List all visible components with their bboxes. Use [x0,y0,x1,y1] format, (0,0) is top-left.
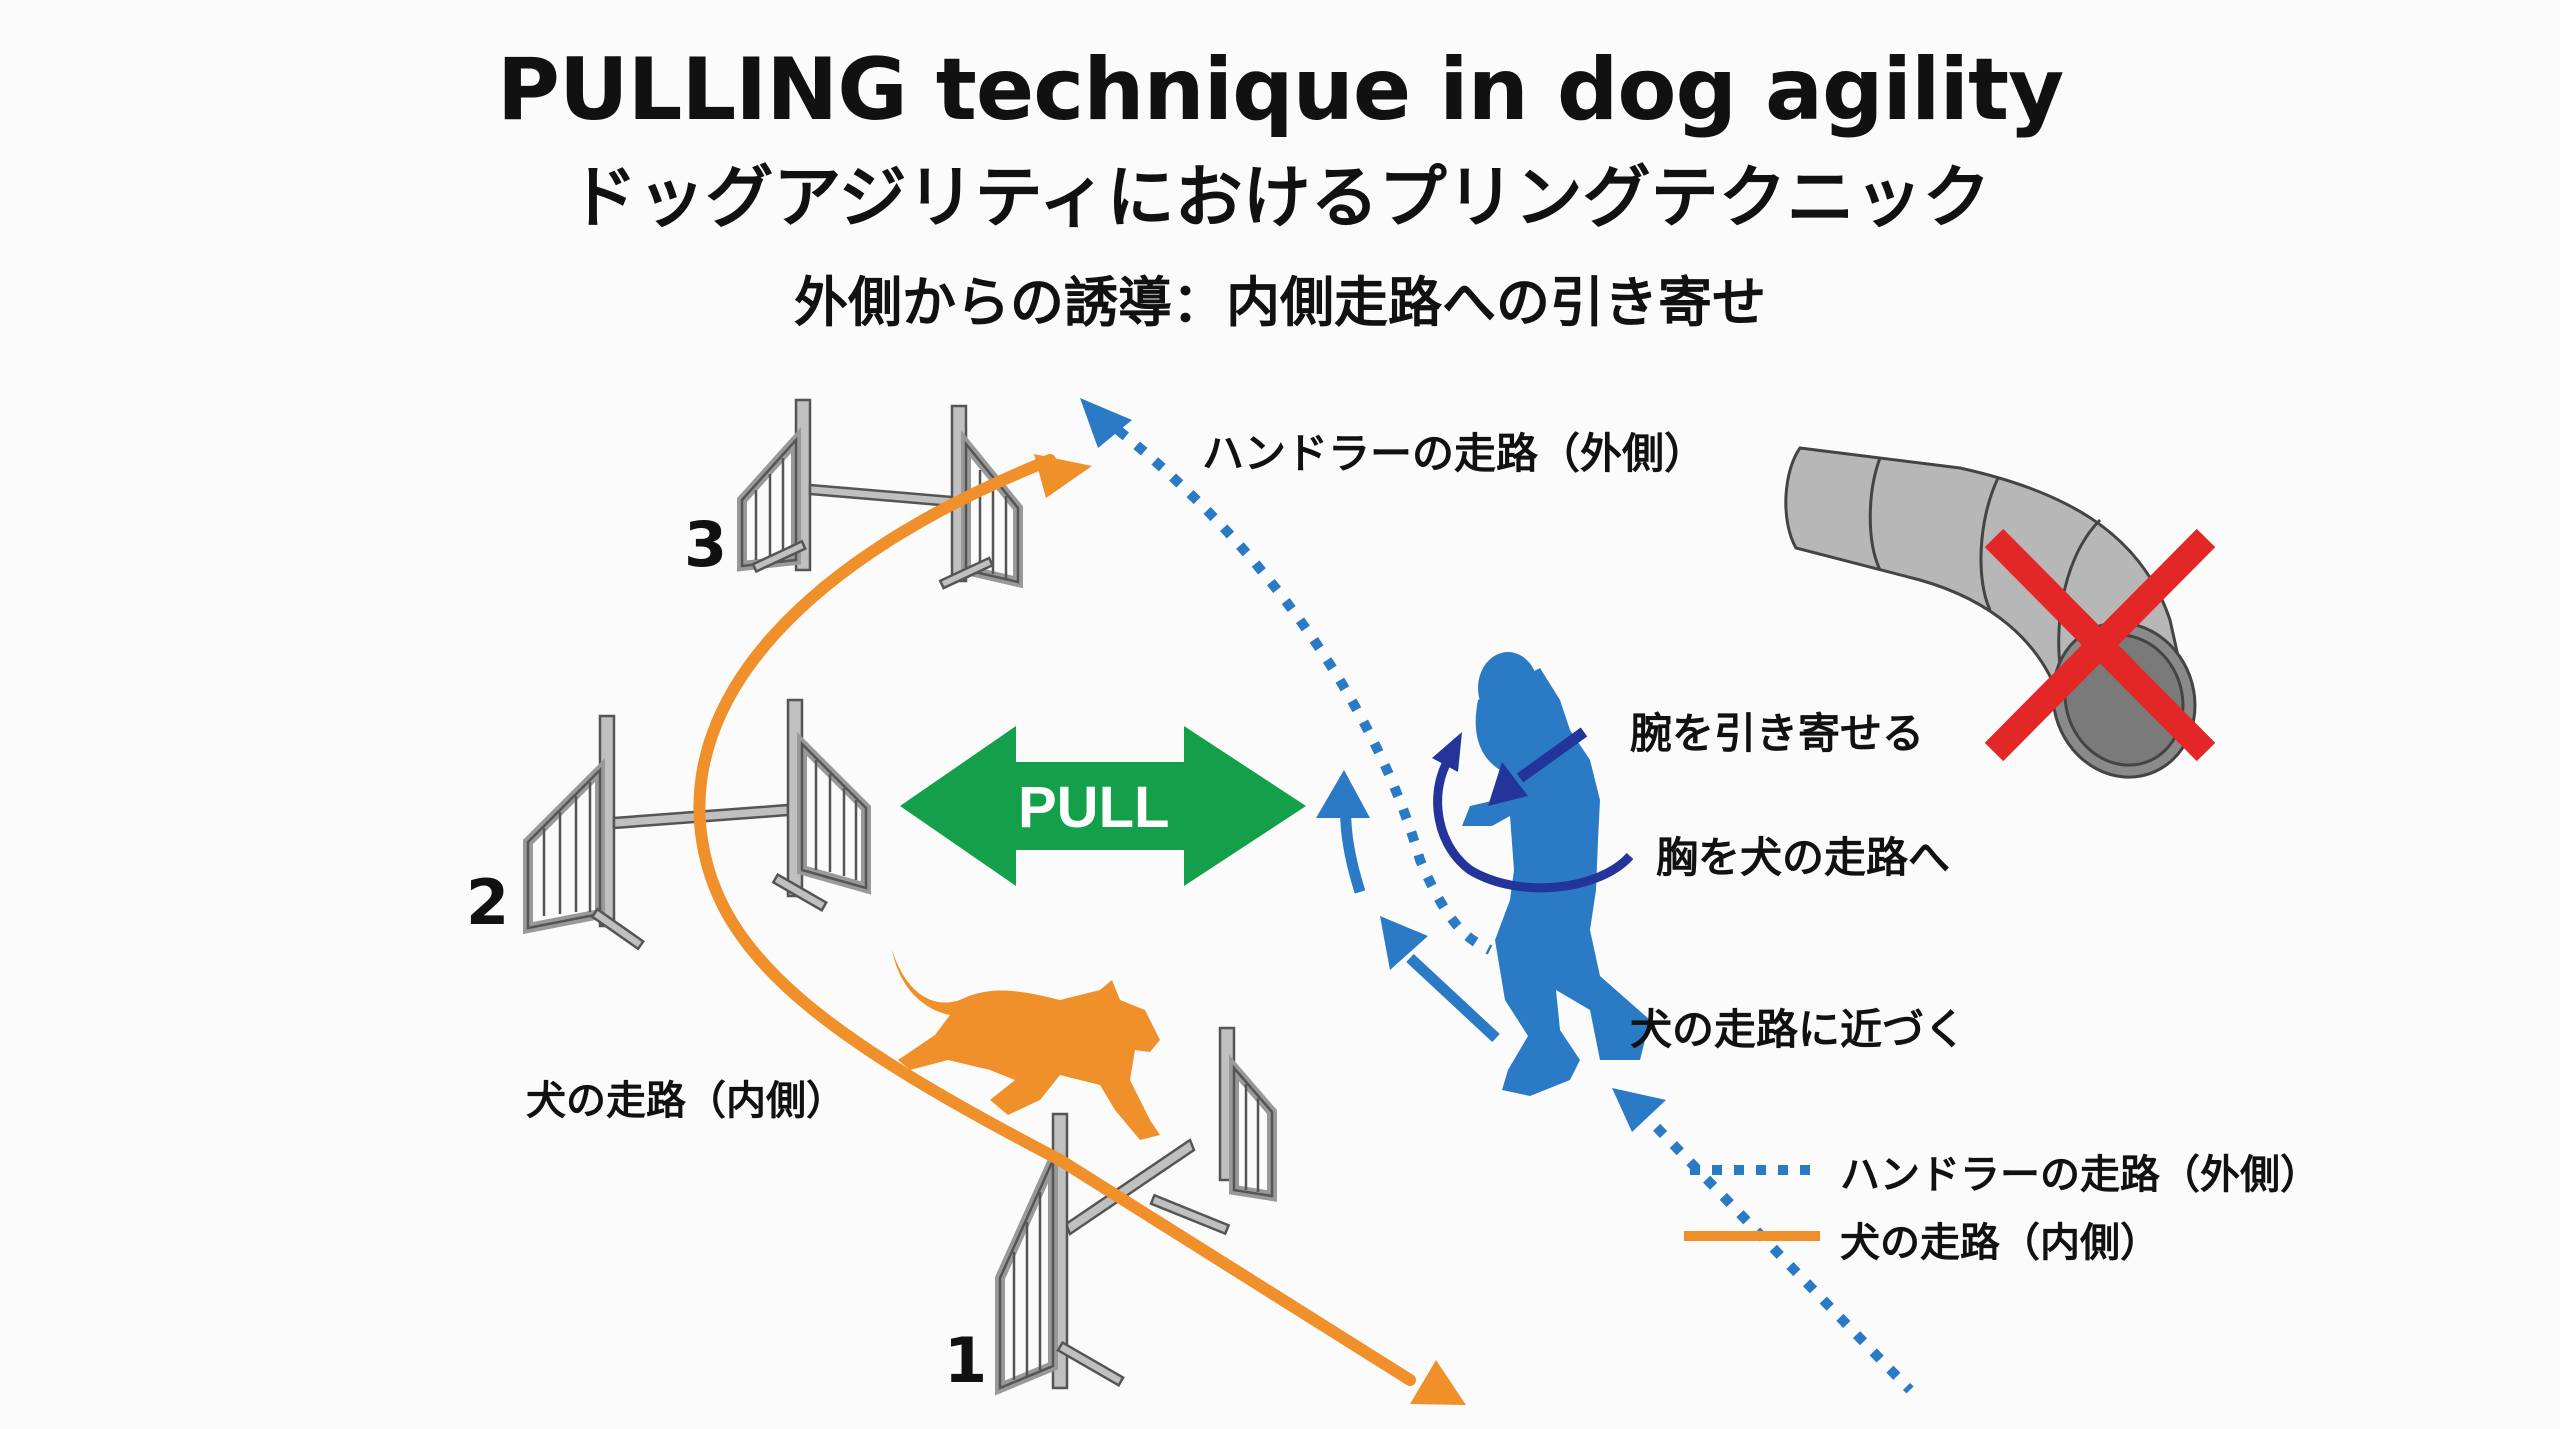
approach-arrow-upper-head [1316,770,1370,818]
pull-double-arrow [900,726,1306,886]
arm-pull-arrowhead [1488,762,1528,806]
jump-1 [995,1026,1277,1396]
jump-2 [523,698,871,951]
chest-to-dog-path-label: 胸を犬の走路へ [1656,833,1951,882]
title-japanese: ドッグアジリティにおけるプリングテクニック [569,159,1991,238]
chest-rotation-arrow [1433,749,1634,893]
approach-arrow-lower-head [1380,916,1428,970]
handler-path-arrowhead-lower [1612,1088,1666,1132]
dog-path-arrowhead-bottom [1410,1360,1466,1405]
handler-path-label: ハンドラーの走路（外側） [1202,429,1707,478]
arm-pull-label: 腕を引き寄せる [1630,709,1925,758]
approach-dog-path-label: 犬の走路に近づく [1630,1005,1967,1054]
approach-arrow-lower [1406,953,1500,1043]
running-dog-icon [892,950,1160,1140]
chest-rotation-arrowhead [1432,732,1462,772]
pull-label: PULL [1018,775,1170,840]
dog-path-label: 犬の走路（内側） [526,1078,846,1124]
legend-handler-label: ハンドラーの走路（外側） [1840,1152,2320,1198]
cross-mark-icon [1984,528,2216,762]
handler-path-line [1114,426,1493,955]
jump-number-3: 3 [684,508,728,581]
title-english: PULLING technique in dog agility [496,40,2064,140]
jump-number-1: 1 [944,1324,988,1397]
subtitle: 外側からの誘導：内側走路への引き寄せ [794,271,1766,334]
jump-number-2: 2 [466,866,510,939]
dog-path-arrowhead-top [1034,454,1092,498]
dog-path-line [693,454,1416,1386]
legend-dog-label: 犬の走路（内側） [1840,1220,2160,1266]
arm-pull-arrow [1516,727,1588,783]
handler-path-line-lower [1636,1106,1914,1394]
handler-path-arrowhead-top [1080,398,1132,448]
